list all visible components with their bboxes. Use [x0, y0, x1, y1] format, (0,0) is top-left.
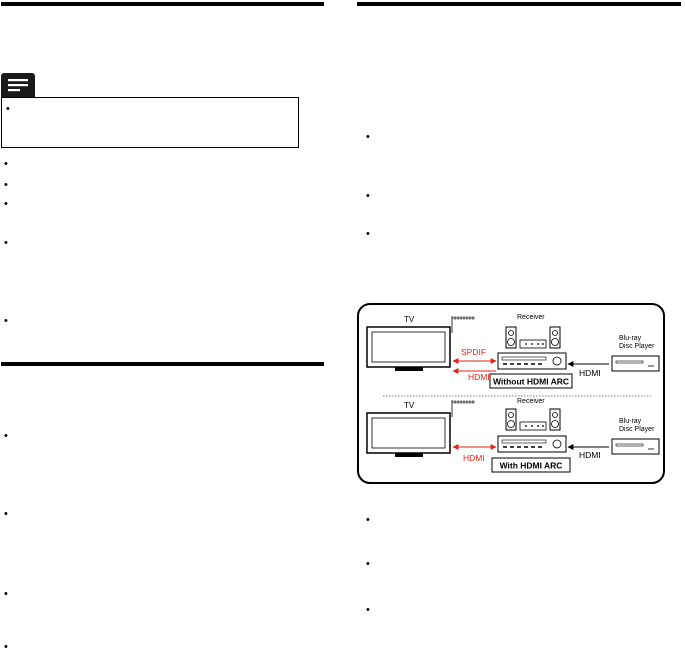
speaker-icon [505, 326, 517, 349]
spdif-label: SPDIF [461, 347, 486, 357]
list-bullet: • [4, 198, 8, 210]
list-bullet: • [366, 604, 370, 616]
receiver-icon [497, 352, 567, 370]
hdmi-arc-label: HDMI [463, 453, 485, 463]
receiver-icon [497, 435, 567, 453]
list-bullet: • [366, 190, 370, 202]
section-rule-left-top [1, 2, 324, 6]
list-bullet: • [366, 228, 370, 240]
bluray-player-icon [611, 355, 660, 372]
antenna-icon [451, 400, 475, 417]
tv-icon [366, 326, 451, 371]
bluray-label-line2: Disc Player [619, 343, 655, 350]
diagram-with-arc: TV Receiver [366, 398, 660, 473]
tv-label: TV [404, 315, 415, 324]
list-bullet: • [4, 179, 8, 191]
diagram-without-arc: TV Receiver [366, 314, 660, 389]
caption-box [489, 373, 573, 389]
speaker-icon [505, 408, 517, 431]
caption-with-arc: With HDMI ARC [500, 461, 563, 471]
hdmi-red-label: HDMI [468, 372, 490, 382]
list-bullet: • [366, 131, 370, 143]
hdmi-input-label: HDMI [579, 450, 601, 460]
note-box [1, 97, 299, 148]
list-bullet: • [4, 158, 8, 170]
list-bullet: • [366, 514, 370, 526]
list-bullet: • [4, 430, 8, 442]
hdmi-input-label: HDMI [579, 368, 601, 378]
list-bullet: • [4, 641, 8, 653]
bluray-label: Blu-ray [619, 335, 642, 342]
section-rule-right-top [357, 2, 681, 6]
section-rule-left-middle [1, 362, 324, 366]
center-speaker-icon [519, 421, 547, 431]
caption-box [491, 457, 571, 473]
note-icon [1, 73, 35, 98]
caption-without-arc: Without HDMI ARC [493, 377, 569, 387]
tv-label: TV [404, 401, 415, 410]
list-bullet: • [4, 588, 8, 600]
bluray-player-icon [611, 438, 660, 455]
list-bullet: • [366, 558, 370, 570]
speaker-icon [549, 408, 561, 431]
receiver-label: Receiver [517, 314, 545, 321]
tv-icon [366, 412, 451, 457]
hdmi-arc-diagram: TV Receiver [357, 303, 666, 485]
bluray-label-line2: Disc Player [619, 426, 655, 433]
antenna-icon [451, 316, 475, 333]
bluray-label: Blu-ray [619, 418, 642, 425]
list-bullet: • [4, 315, 8, 327]
list-bullet: • [4, 237, 8, 249]
list-bullet: • [4, 508, 8, 520]
note-bullet: • [6, 103, 10, 115]
center-speaker-icon [519, 339, 547, 349]
speaker-icon [549, 326, 561, 349]
receiver-label: Receiver [517, 398, 545, 405]
